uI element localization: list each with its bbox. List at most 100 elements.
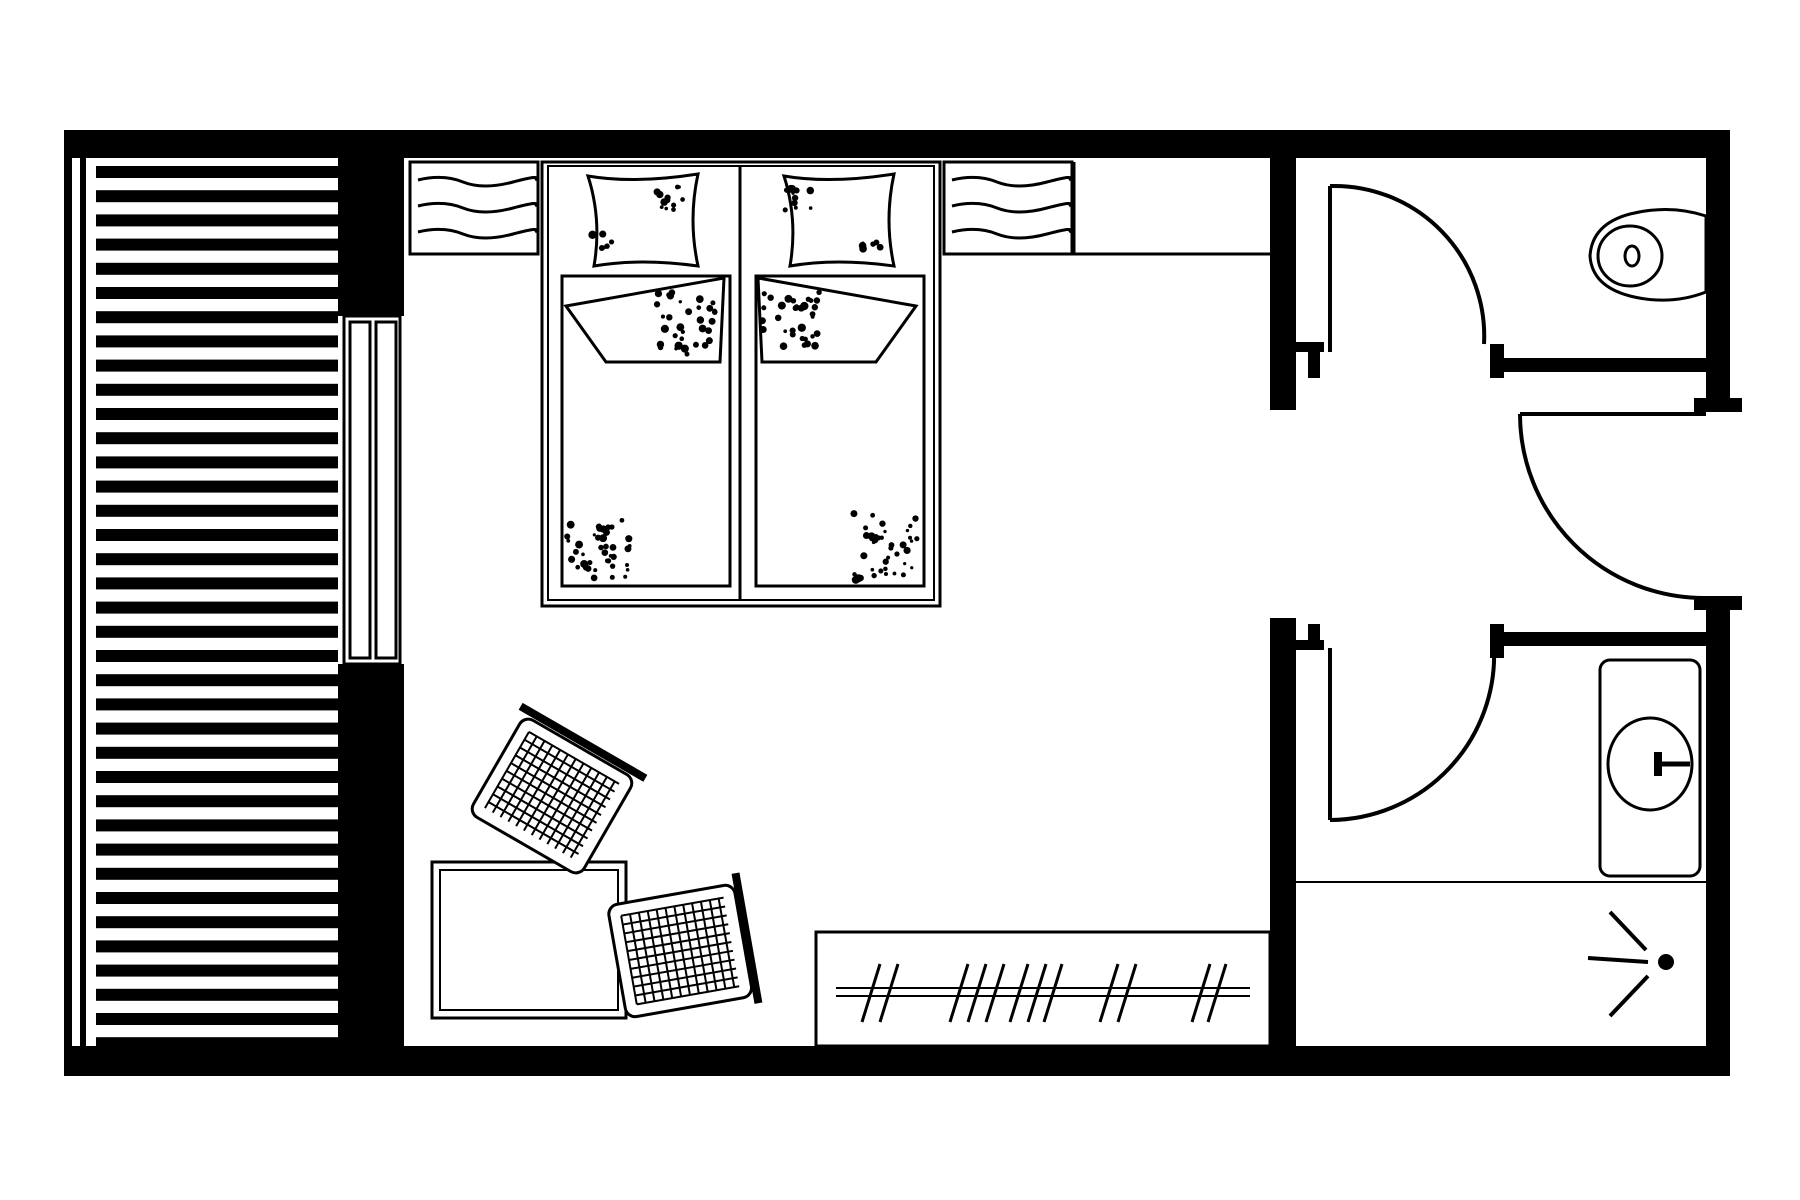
bed-dot [671, 207, 676, 212]
decking-slat [96, 892, 338, 904]
cover-fold-right [756, 276, 919, 364]
bed-dot [914, 536, 920, 542]
bed-dot [876, 243, 884, 251]
bed-dot [666, 314, 673, 321]
bed-dot [882, 558, 889, 565]
bed-dot [806, 186, 815, 195]
bed-dot [599, 534, 608, 543]
bed-dot [802, 336, 808, 342]
decking-slat [96, 383, 338, 396]
nightstand-right [942, 160, 1074, 256]
bed-dot [705, 327, 712, 335]
decking-slat [96, 577, 338, 590]
grid-line [633, 967, 737, 988]
bed-dot [816, 289, 822, 296]
decking-slat [96, 529, 338, 541]
bed-dot [711, 309, 718, 315]
bed-dot [654, 289, 663, 298]
bed-dot [852, 572, 857, 577]
bed-dot [599, 230, 607, 238]
bed-dot [813, 330, 821, 338]
grid-line [628, 940, 732, 961]
bed-dot [791, 199, 798, 207]
pillow-right [781, 172, 896, 268]
door-entrance [1518, 412, 1706, 600]
bed-dot [598, 544, 604, 551]
bed-dot [605, 558, 612, 564]
cover-fold-left [563, 276, 726, 364]
decking-slat [96, 867, 338, 880]
bed-dot [609, 563, 616, 569]
bed-dot [903, 561, 907, 566]
bed-dot [811, 341, 819, 350]
bed-dot [710, 300, 716, 306]
bed-dot [601, 549, 609, 556]
bed-dot [878, 568, 884, 574]
bed-dot [708, 317, 716, 325]
hanger [1042, 963, 1064, 1023]
wardrobe-hangers [860, 963, 1228, 1023]
bed-dot [609, 574, 615, 580]
bed-dot [783, 329, 788, 334]
decking-slat [96, 480, 338, 493]
hanger [948, 963, 970, 1023]
hanger [1026, 963, 1048, 1023]
bed-dot [784, 294, 793, 303]
hanger [984, 963, 1006, 1023]
decking-slat [96, 166, 338, 178]
pillow-left [585, 172, 700, 268]
bed-pattern [564, 184, 920, 584]
grid-line [630, 949, 734, 970]
wall-top [64, 130, 1730, 158]
grid-line [631, 958, 735, 979]
balcony-door-panel-right [374, 320, 398, 660]
hanger [1116, 963, 1138, 1023]
bed-dot [685, 308, 693, 316]
bed-dot [758, 317, 766, 325]
bed-dot [908, 535, 913, 540]
bed-dot [593, 568, 598, 573]
wall-bath-partition [1496, 632, 1706, 646]
bed-dot [774, 314, 782, 322]
bed-dot [680, 344, 689, 353]
bed-dot [676, 323, 685, 332]
bed-dot [863, 525, 869, 531]
grid-line [492, 793, 584, 848]
bed-dot [572, 548, 579, 555]
bed-dot [759, 325, 767, 334]
balcony-door [342, 314, 402, 666]
bed-dot [858, 241, 867, 250]
bed-dot [677, 185, 681, 189]
balcony-door-panel-left [348, 320, 372, 660]
decking-slat [96, 287, 338, 299]
hanger [878, 963, 900, 1023]
bed-dot [566, 538, 571, 543]
bed-dot [695, 295, 704, 304]
bed-dot [588, 230, 597, 239]
chair-seat-grid [484, 731, 620, 859]
decking-slat [96, 601, 338, 614]
bed-dot [602, 528, 610, 536]
decking-slat [96, 988, 338, 1001]
bed-dot [678, 300, 682, 304]
bed-dot [761, 305, 767, 311]
bed-dot [664, 206, 669, 211]
bed-dot [660, 314, 666, 319]
bed-dot [668, 289, 676, 296]
jamb-lower-2 [1308, 624, 1320, 650]
bed-dot [619, 517, 625, 523]
bed-dot [883, 571, 889, 577]
decking-slat [96, 262, 338, 275]
hanger [966, 963, 988, 1023]
chair-bottom [607, 872, 763, 1019]
bed-dot [679, 336, 685, 342]
grid-line [510, 762, 602, 816]
grid-line [505, 770, 598, 824]
bed-dot [624, 545, 632, 553]
bed-dot [761, 291, 767, 297]
bed-dot [568, 555, 576, 563]
decking-slat [96, 771, 338, 783]
bed-dot [883, 529, 887, 534]
chair-seat-grid [620, 896, 740, 1006]
grid-line [528, 731, 620, 785]
